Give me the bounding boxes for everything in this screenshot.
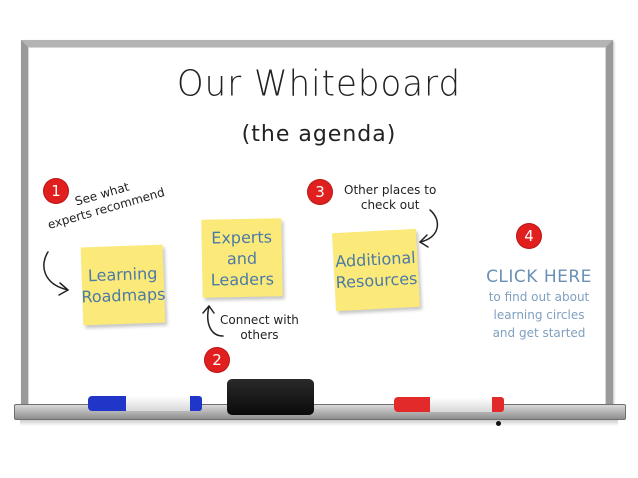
marker-body	[126, 396, 190, 411]
sticky-label: Resources	[335, 268, 418, 293]
tray-shadow	[20, 418, 618, 426]
marker-end	[190, 396, 202, 411]
marker-body	[430, 397, 492, 412]
sticky-label: Learning	[87, 263, 158, 286]
marker-end	[492, 397, 504, 412]
board-title: Our Whiteboard	[176, 63, 462, 105]
eraser-icon	[227, 379, 314, 415]
step-2-note: Connect with others	[220, 313, 299, 343]
step-2-note-line: Connect with	[220, 313, 299, 327]
step-1-badge: 1	[44, 179, 68, 203]
click-here-line: and get started	[492, 326, 586, 340]
board-subtitle: (the agenda)	[241, 122, 397, 147]
click-here-line: learning circles	[493, 308, 585, 322]
whiteboard	[21, 40, 613, 416]
curved-arrow-icon	[419, 209, 439, 248]
marker-cap	[88, 396, 126, 411]
blue-marker-icon	[88, 396, 202, 411]
curved-arrow-icon	[43, 251, 69, 296]
click-here-link[interactable]: CLICK HERE to find out about learning ci…	[478, 266, 600, 342]
marker-cap	[394, 397, 430, 412]
step-3-note-line: check out	[360, 198, 420, 212]
step-3-badge: 3	[308, 180, 332, 204]
sticky-label: and	[226, 248, 258, 268]
step-2-note-line: others	[240, 328, 279, 342]
click-here-title[interactable]: CLICK HERE	[486, 267, 592, 287]
step-2-badge: 2	[205, 348, 229, 372]
tray-screw	[496, 421, 501, 426]
sticky-learning-roadmaps[interactable]: Learning Roadmaps	[80, 244, 166, 326]
step-3-note-line: Other places to	[344, 183, 437, 197]
sticky-additional-resources[interactable]: Additional Resources	[332, 228, 420, 312]
step-4-badge: 4	[517, 224, 541, 248]
click-here-line: to find out about	[488, 290, 590, 304]
step-3-note: Other places to check out	[344, 183, 436, 213]
sticky-label: Experts	[211, 226, 273, 248]
sticky-experts-and-leaders[interactable]: Experts and Leaders	[201, 218, 283, 298]
red-marker-icon	[394, 397, 504, 412]
curved-arrow-icon	[202, 305, 224, 337]
sticky-label: Roadmaps	[81, 284, 166, 307]
sticky-label: Leaders	[210, 268, 275, 290]
